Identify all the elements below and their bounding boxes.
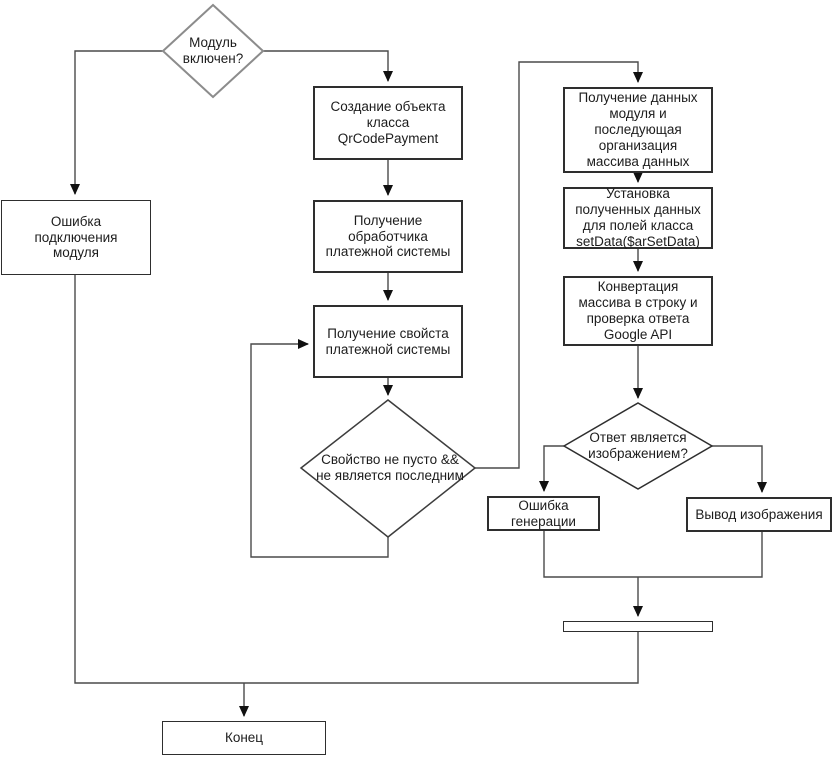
terminator-end-label: Конец <box>224 730 264 746</box>
decision-module-enabled-label: Модуль включен? <box>182 34 244 66</box>
edge-merge-branches <box>543 531 763 578</box>
process-generation-error-label: Ошибка генерации <box>511 497 576 529</box>
edge-loop-property-check-to-get-properties <box>250 339 389 558</box>
process-create-object-label: Создание объекта класса QrCodePayment <box>330 99 446 146</box>
edge-module-enabled-to-create-object <box>263 50 393 82</box>
process-module-error: Ошибка подключения модуля <box>1 200 151 275</box>
process-output-image-label: Вывод изображения <box>695 506 823 522</box>
process-get-handler: Получение обработчика платежной системы <box>313 200 463 273</box>
edge-response-check-to-output-image <box>712 445 767 493</box>
decision-property-check-label: Свойство не пусто && не является последн… <box>316 451 464 483</box>
edge-module-enabled-to-module-error <box>70 50 163 195</box>
process-convert-array: Конвертация массива в строку и проверка … <box>563 276 713 346</box>
decision-property-check-shape <box>299 399 477 538</box>
process-get-module-data: Получение данных модуля и последующая ор… <box>563 87 713 173</box>
process-get-module-data-label: Получение данных модуля и последующая ор… <box>578 90 698 169</box>
process-generation-error: Ошибка генерации <box>487 496 600 531</box>
process-module-error-label: Ошибка подключения модуля <box>34 213 118 261</box>
process-get-properties: Получение свойста платежной системы <box>313 305 463 378</box>
edge-response-check-to-generation-error <box>539 445 564 492</box>
terminator-end: Конец <box>162 721 326 755</box>
edge-bottom-rail <box>74 275 639 684</box>
process-output-image: Вывод изображения <box>686 497 832 532</box>
process-get-properties-label: Получение свойста платежной системы <box>325 325 451 357</box>
decision-module-enabled-shape <box>161 3 265 99</box>
process-create-object: Создание объекта класса QrCodePayment <box>313 86 463 160</box>
process-set-data-label: Установка полученных данных для полей кл… <box>575 186 701 249</box>
process-convert-array-label: Конвертация массива в строку и проверка … <box>578 279 698 342</box>
connector-bar <box>563 621 713 632</box>
process-get-handler-label: Получение обработчика платежной системы <box>325 212 451 260</box>
edge-property-check-to-get-module-data <box>475 61 643 469</box>
decision-response-check-shape <box>562 402 714 490</box>
process-set-data: Установка полученных данных для полей кл… <box>563 186 713 249</box>
decision-response-check-label: Ответ является изображением? <box>588 429 688 461</box>
